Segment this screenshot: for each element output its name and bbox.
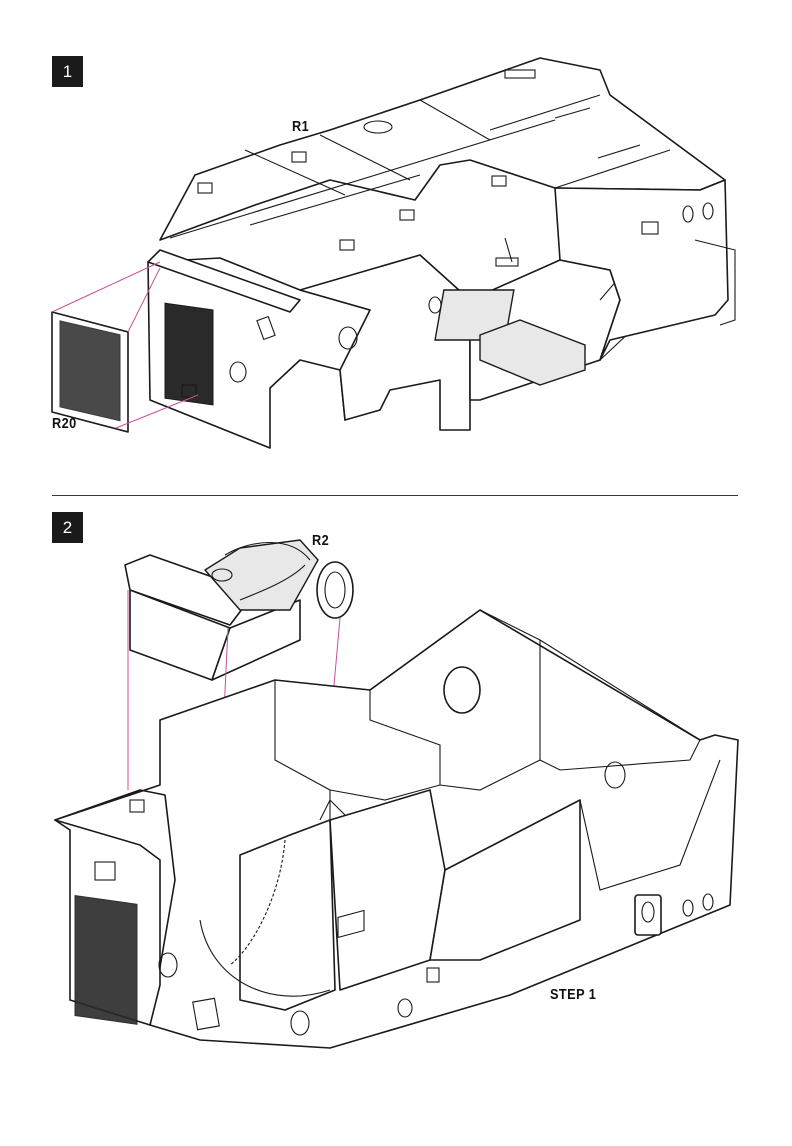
hull-front-top: [147, 249, 301, 313]
r2-side-face: [211, 599, 301, 681]
guide-line: [51, 261, 161, 313]
rear-bulkhead: [429, 799, 581, 961]
hull-right-wall: [554, 179, 729, 361]
mid-bulkhead: [329, 789, 446, 991]
engine-grille: [164, 302, 214, 406]
turret-ring-frame: [434, 289, 515, 341]
r2-drum: [316, 561, 354, 619]
step2-hull-interior: [54, 539, 739, 1049]
step-label: STEP 1: [550, 986, 597, 1003]
step1-hull-assembly: [51, 57, 736, 449]
callout-r2: R2: [312, 532, 330, 549]
step-divider: [52, 495, 738, 496]
step-1-badge: 1: [52, 56, 83, 87]
front-grille: [74, 894, 138, 1025]
callout-r1: R1: [292, 118, 310, 135]
step-2-badge: 2: [52, 512, 83, 543]
rear-hatch: [634, 894, 662, 936]
turret-opening: [443, 666, 481, 714]
center-bulkhead: [239, 819, 336, 1011]
ammo-box: [479, 319, 586, 386]
callout-r20: R20: [52, 415, 77, 432]
